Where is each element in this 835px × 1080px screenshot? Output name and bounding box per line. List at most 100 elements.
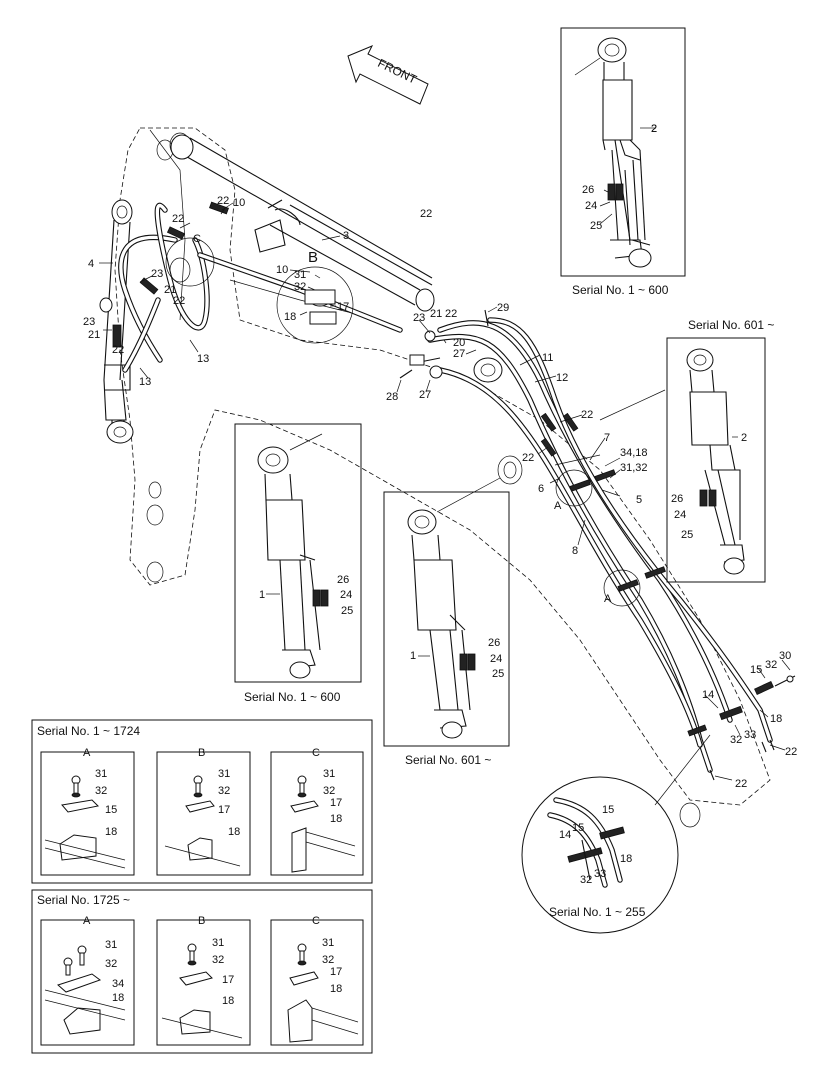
- callout-22: 22: [522, 452, 534, 464]
- clamp-2-a-callout: 34: [112, 978, 124, 990]
- front-arrow: FRONT: [347, 45, 429, 105]
- callout-33: 33: [744, 729, 756, 741]
- clamp-1-c-callout: 31: [323, 768, 335, 780]
- callout-2: 2: [651, 123, 657, 135]
- callout-22: 22: [217, 195, 229, 207]
- clamp-group-2: Serial No. 1725 ~ A 31 32 34 18 B: [31, 889, 373, 1054]
- inset-top-right-callout-24: 24: [585, 200, 597, 212]
- clamp-2-b-callout: 18: [222, 995, 234, 1007]
- callout-5: 5: [636, 494, 642, 506]
- callout-31-32: 31,32: [620, 462, 648, 474]
- inset-center-left: Serial No. 1 ~ 600 1 26 24 25: [234, 423, 362, 704]
- clamp-1-panel-b: B 31 32 17 18: [156, 747, 251, 876]
- callout-23: 23: [151, 268, 163, 280]
- callout-a: A: [554, 500, 562, 512]
- callout-11: 11: [542, 352, 553, 364]
- clamp-1-a-callout: 32: [95, 785, 107, 797]
- clamp-2-panel-a: A 31 32 34 18: [40, 915, 135, 1046]
- inset-round-callout-15: 15: [602, 804, 614, 816]
- inset-center-caption: Serial No. 601 ~: [405, 753, 491, 767]
- callout-8: 8: [572, 545, 578, 557]
- clamp-2-a-callout: 32: [105, 958, 117, 970]
- callout-27: 27: [453, 348, 465, 360]
- clamp-2-a-letter: A: [83, 915, 91, 927]
- clamp-1-b-callout: 18: [228, 826, 240, 838]
- callout-21: 21: [164, 284, 176, 296]
- clamp-1-panel-c: C 31 32 17 18: [270, 747, 364, 876]
- callout-28: 28: [386, 391, 398, 403]
- callout-22: 22: [173, 295, 185, 307]
- callout-32: 32: [294, 281, 306, 293]
- callout-10: 10: [276, 264, 288, 276]
- callout-30: 30: [779, 650, 791, 662]
- inset-center: Serial No. 601 ~ 1 26 24 25: [383, 477, 510, 767]
- callout-20: 20: [453, 337, 465, 349]
- callout-29: 29: [497, 302, 509, 314]
- inset-right-callout-26: 26: [671, 493, 683, 505]
- inset-center-left-callout-1: 1: [259, 589, 265, 601]
- main-callouts: 2 3 4 10 22 22 10 31 32 17 18 23 21 22 2…: [83, 123, 797, 790]
- clamp-1-a-callout: 31: [95, 768, 107, 780]
- callout-31: 31: [294, 269, 306, 281]
- callout-7: 7: [604, 432, 610, 444]
- detail-b-label: B: [308, 249, 318, 266]
- callout-34-18: 34,18: [620, 447, 648, 459]
- inset-center-callout-25: 25: [492, 668, 504, 680]
- inset-top-right: Serial No. 1 ~ 600 2 26 24 25: [560, 27, 686, 297]
- callout-6: 6: [538, 483, 544, 495]
- callout-21: 21: [430, 308, 442, 320]
- callout-15: 15: [750, 664, 762, 676]
- inset-center-left-callout-25: 25: [341, 605, 353, 617]
- clamp-1-a-callout: 18: [105, 826, 117, 838]
- inset-center-left-caption: Serial No. 1 ~ 600: [244, 690, 341, 704]
- callout-14: 14: [702, 689, 714, 701]
- callout-22: 22: [581, 409, 593, 421]
- inset-round-callout-15: 15: [572, 822, 584, 834]
- clamp-1-c-callout: 18: [330, 813, 342, 825]
- callout-22: 22: [420, 208, 432, 220]
- callout-3: 3: [343, 230, 349, 242]
- clamp-2-a-callout: 31: [105, 939, 117, 951]
- callout-22: 22: [172, 213, 184, 225]
- inset-center-callout-24: 24: [490, 653, 502, 665]
- callout-22: 22: [785, 746, 797, 758]
- clamp-1-b-letter: B: [198, 747, 205, 759]
- clamp-1-panel-a: A 31 32 15 18: [40, 747, 135, 876]
- clamp-1-c-letter: C: [312, 747, 320, 759]
- callout-17: 17: [337, 301, 349, 313]
- callout-12: 12: [556, 372, 568, 384]
- callout-22: 22: [735, 778, 747, 790]
- callout-21: 21: [88, 329, 100, 341]
- inset-top-right-callout-2: 2: [651, 123, 657, 135]
- boom-pipes: [112, 201, 796, 781]
- clamp-1-b-callout: 17: [218, 804, 230, 816]
- inset-center-callout-26: 26: [488, 637, 500, 649]
- clamp-2-b-letter: B: [198, 915, 205, 927]
- clamp-1-c-callout: 17: [330, 797, 342, 809]
- inset-round-caption: Serial No. 1 ~ 255: [549, 905, 646, 919]
- inset-right-callout-2: 2: [741, 432, 747, 444]
- callout-18: 18: [770, 713, 782, 725]
- clamp-1-c-callout: 32: [323, 785, 335, 797]
- inset-round-callout-32: 32: [580, 874, 592, 886]
- clamp-group-1-title: Serial No. 1 ~ 1724: [37, 724, 140, 738]
- clamp-1-b-callout: 32: [218, 785, 230, 797]
- callout-27: 27: [419, 389, 431, 401]
- clamp-2-c-letter: C: [312, 915, 320, 927]
- callout-32: 32: [730, 734, 742, 746]
- clamp-group-2-title: Serial No. 1725 ~: [37, 893, 130, 907]
- boom-outline: [114, 127, 771, 828]
- clamp-2-c-callout: 17: [330, 966, 342, 978]
- detail-circles: B C: [165, 233, 641, 607]
- clamp-2-c-callout: 32: [322, 954, 334, 966]
- clamp-2-a-callout: 18: [112, 992, 124, 1004]
- clamp-1-a-letter: A: [83, 747, 91, 759]
- clamp-group-1: Serial No. 1 ~ 1724 A 31 32 15 18 B: [31, 719, 373, 884]
- inset-top-right-callout-25: 25: [590, 220, 602, 232]
- callout-23: 23: [413, 312, 425, 324]
- inset-round-callout-18: 18: [620, 853, 632, 865]
- callout-18: 18: [284, 311, 296, 323]
- inset-top-right-caption: Serial No. 1 ~ 600: [572, 283, 669, 297]
- callout-22: 22: [112, 344, 124, 356]
- callout-a: A: [604, 593, 612, 605]
